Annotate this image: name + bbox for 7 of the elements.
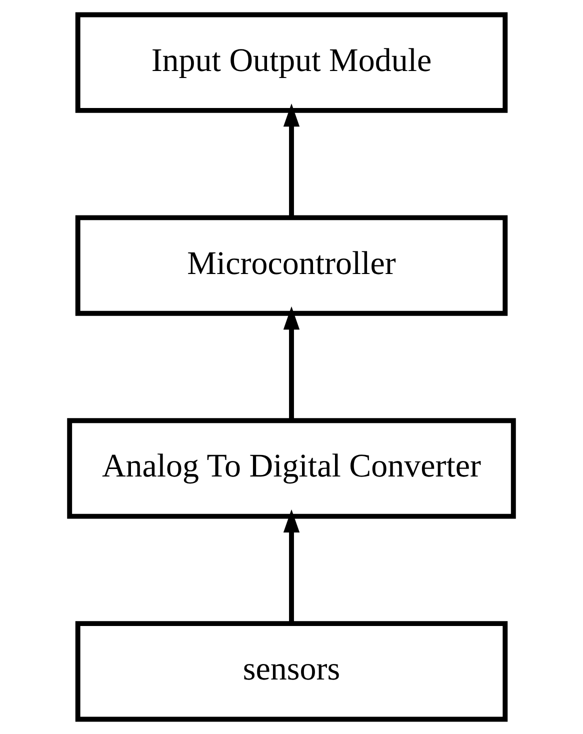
node-box: Input Output Module (75, 12, 508, 113)
node-box: sensors (75, 621, 508, 722)
arrow (283, 509, 300, 624)
node-box: Microcontroller (75, 215, 508, 316)
arrow (283, 104, 300, 218)
node-box: Analog To Digital Converter (67, 418, 516, 519)
arrow (283, 306, 300, 421)
